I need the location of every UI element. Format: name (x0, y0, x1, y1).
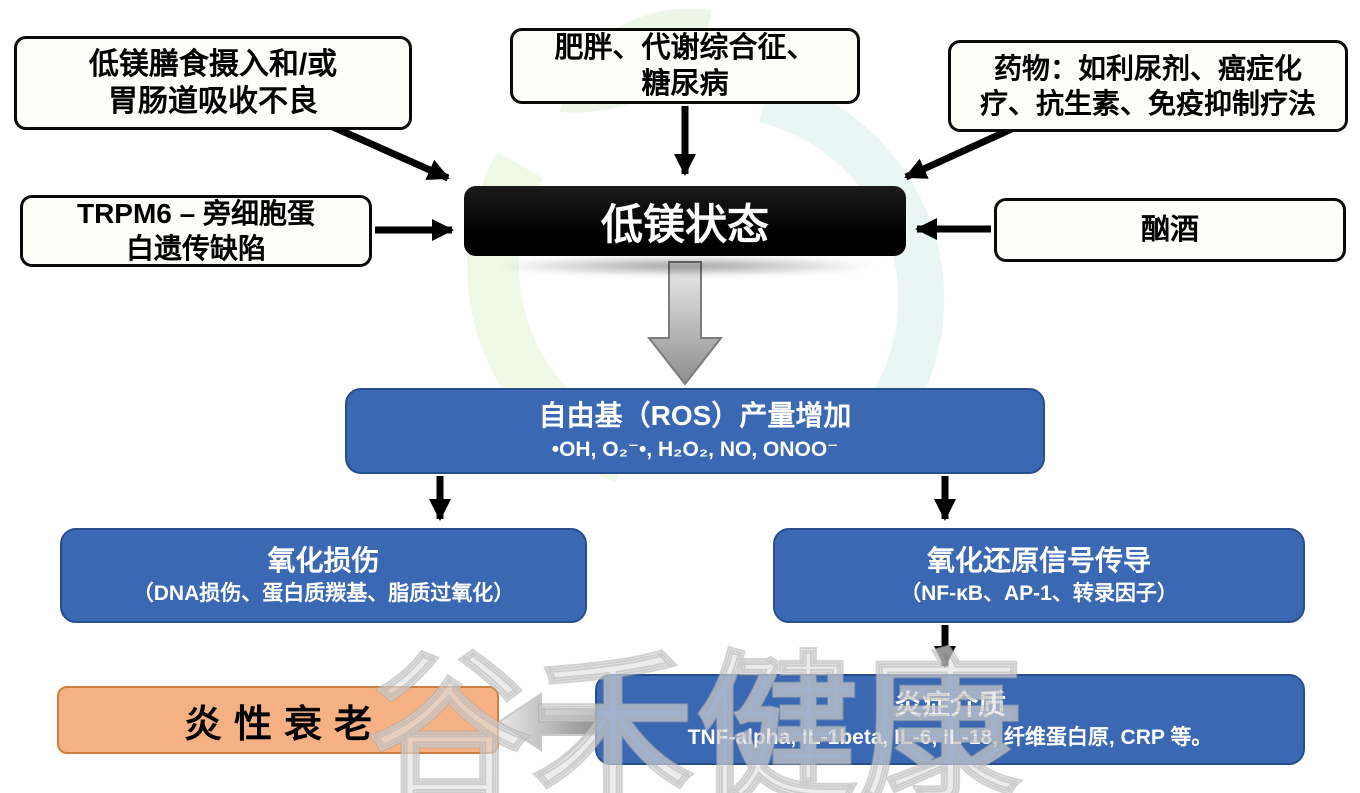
node-redox-signaling-title: 氧化还原信号传导 (926, 544, 1151, 576)
node-oxidative-damage-title: 氧化损伤 (267, 544, 380, 576)
node-diet-intake-label: 低镁膳食摄入和/或 胃肠道吸收不良 (88, 47, 338, 119)
arrow-diet-to-lowmg (331, 123, 450, 182)
node-oxidative-damage: 氧化损伤 （DNA损伤、蛋白质羰基、脂质过氧化） (60, 528, 587, 623)
node-obesity-metabolic: 肥胖、代谢综合征、 糖尿病 (510, 28, 860, 104)
node-inflammatory-mediators: 炎症介质 TNF-alpha, IL-1beta, IL-6, IL-18, 纤… (595, 674, 1305, 765)
node-trpm6-defect: TRPM6 – 旁细胞蛋 白遗传缺陷 (20, 195, 372, 267)
node-oxidative-damage-subtitle: （DNA损伤、蛋白质羰基、脂质过氧化） (132, 582, 515, 606)
node-alcohol: 酗酒 (994, 198, 1346, 262)
arrow-drugs-to-lowmg (904, 123, 1018, 181)
node-redox-signaling-subtitle: （NF-κB、AP-1、转录因子） (900, 582, 1178, 606)
arrow-inflammatory-to-inflammaging (497, 692, 599, 752)
node-drugs: 药物：如利尿剂、癌症化 疗、抗生素、免疫抑制疗法 (948, 40, 1348, 132)
node-inflammaging-label: 炎性衰老 (183, 703, 384, 746)
node-diet-intake: 低镁膳食摄入和/或 胃肠道吸收不良 (14, 36, 412, 130)
node-obesity-metabolic-label: 肥胖、代谢综合征、 糖尿病 (554, 31, 816, 100)
node-ros-production-subtitle: •OH, O₂⁻•, H₂O₂, NO, ONOO⁻ (551, 437, 839, 461)
node-inflammaging: 炎性衰老 (57, 686, 499, 754)
node-inflammatory-mediators-subtitle: TNF-alpha, IL-1beta, IL-6, IL-18, 纤维蛋白原,… (687, 726, 1213, 750)
node-alcohol-label: 酗酒 (1140, 213, 1199, 246)
node-ros-production: 自由基（ROS）产量增加 •OH, O₂⁻•, H₂O₂, NO, ONOO⁻ (345, 388, 1045, 474)
big-down-arrow (646, 261, 724, 386)
node-redox-signaling: 氧化还原信号传导 （NF-κB、AP-1、转录因子） (773, 528, 1305, 623)
node-low-magnesium-status-label: 低镁状态 (600, 200, 769, 248)
node-trpm6-defect-label: TRPM6 – 旁细胞蛋 白遗传缺陷 (76, 198, 316, 264)
node-inflammatory-mediators-title: 炎症介质 (893, 688, 1006, 720)
logo-teal-arc (759, 77, 945, 440)
node-drugs-label: 药物：如利尿剂、癌症化 疗、抗生素、免疫抑制疗法 (979, 53, 1316, 119)
node-low-magnesium-status: 低镁状态 (464, 186, 906, 256)
node-ros-production-title: 自由基（ROS）产量增加 (538, 400, 852, 432)
